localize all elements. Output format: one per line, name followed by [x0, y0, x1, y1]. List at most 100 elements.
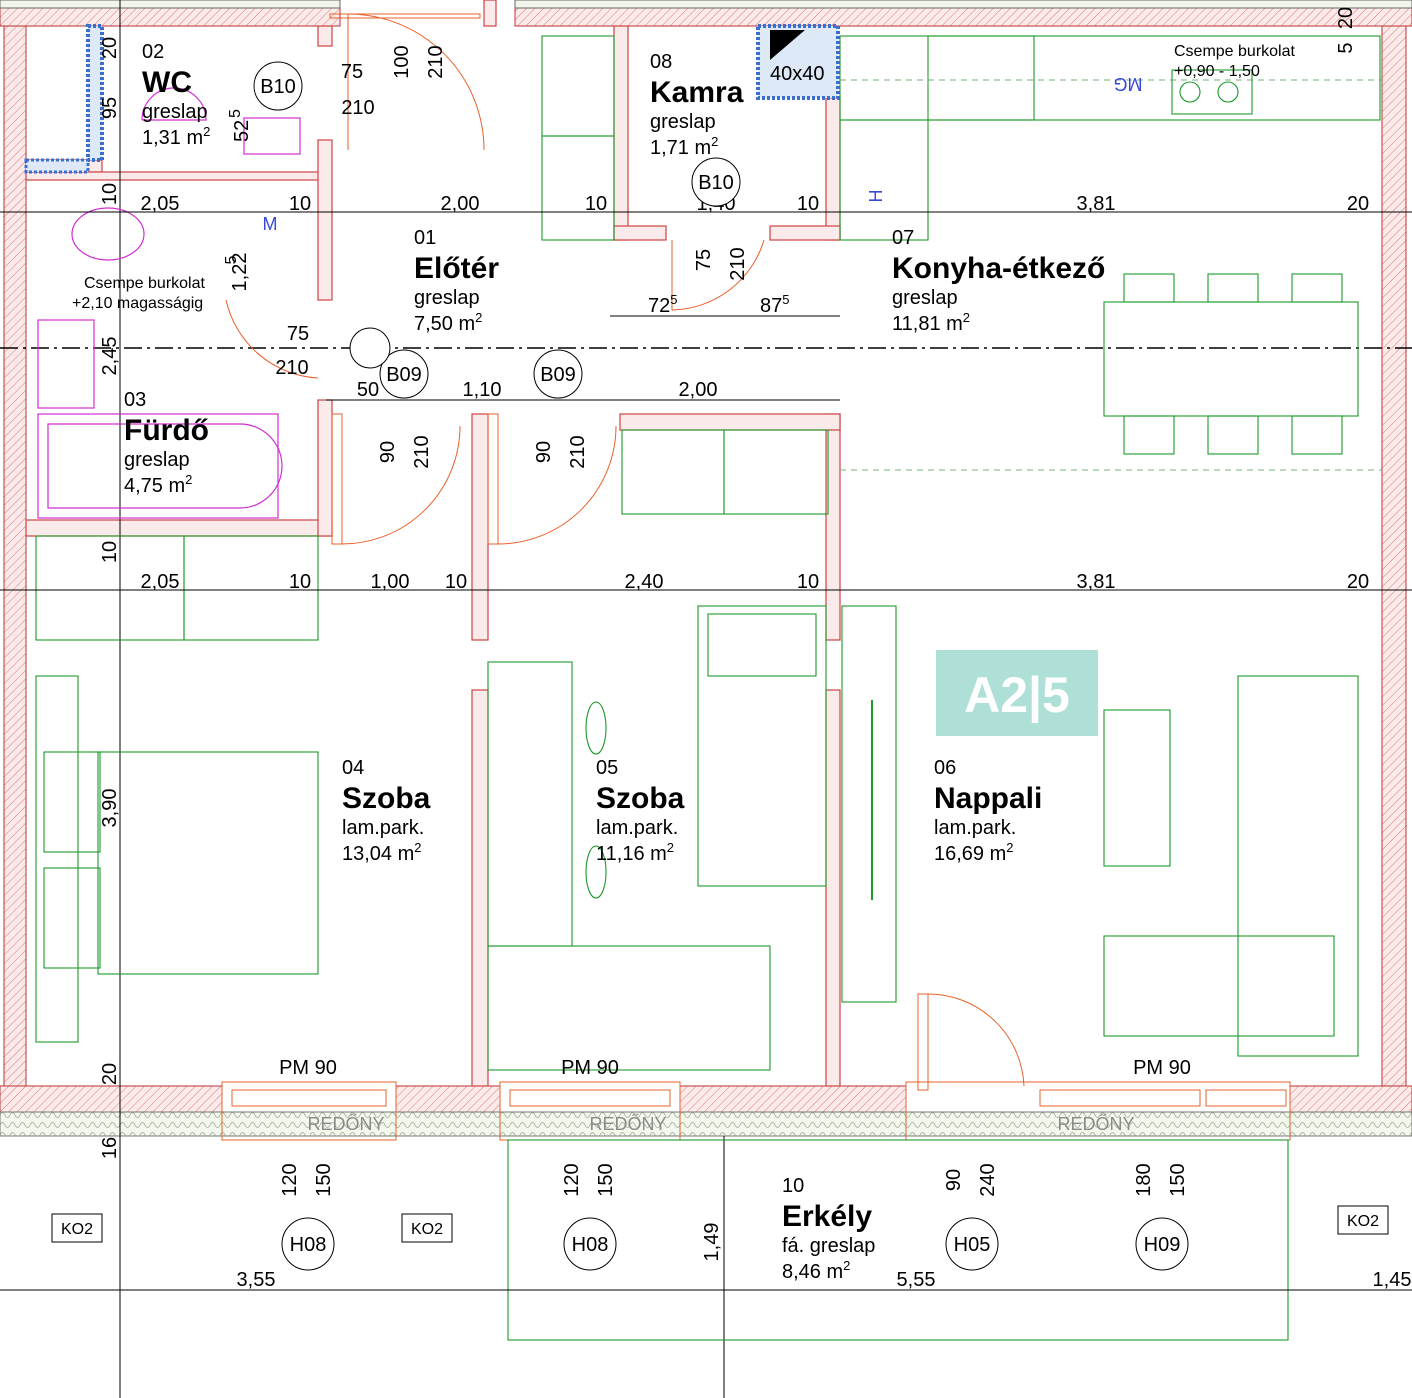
- dim-52: 52: [231, 120, 253, 142]
- dim-row2-value: 10: [289, 571, 311, 593]
- window-dimension: 120: [279, 1163, 301, 1196]
- door-dimension: 210: [727, 247, 749, 280]
- apartment-badge: [936, 650, 1098, 736]
- bottom-wall-2: [395, 1085, 501, 1113]
- room-02-material: greslap: [142, 101, 208, 123]
- dim-vertical-value: 16: [99, 1137, 121, 1159]
- dim-row2-value: 20: [1347, 571, 1369, 593]
- room-02-name: WC: [142, 66, 192, 99]
- dim-row2-value: 10: [797, 571, 819, 593]
- ko2-box: [51, 1213, 103, 1243]
- dim-kitchen-right: 875: [760, 292, 789, 317]
- room-10-number: 10: [782, 1175, 804, 1197]
- window-pm-label: PM 90: [279, 1057, 337, 1079]
- sanitary: [37, 87, 301, 519]
- dim-row1-value: 10: [585, 193, 607, 215]
- room-04-number: 04: [342, 757, 364, 779]
- room-06-name: Nappali: [934, 782, 1042, 815]
- door-mark-label: B09: [386, 364, 422, 386]
- room-08-material: greslap: [650, 111, 716, 133]
- apartment-badge-text: A2|5: [964, 667, 1070, 724]
- window-mark-label: H09: [1144, 1234, 1181, 1256]
- bottom-wall-4: [1289, 1085, 1412, 1113]
- dim-row2-value: 3,81: [1077, 571, 1116, 593]
- dim-bottom-value: 3,55: [237, 1269, 276, 1291]
- room-07-area: 11,81 m2: [892, 310, 970, 335]
- window-dimension: 150: [595, 1163, 617, 1196]
- shutter-label: REDŐNY: [307, 1113, 384, 1134]
- window-dimension: 150: [1167, 1163, 1189, 1196]
- dim-vertical-value: 1,49: [701, 1223, 723, 1262]
- door-mark-label: B09: [540, 364, 576, 386]
- door-mark-circle: [349, 327, 391, 369]
- window-mark-label: H05: [954, 1234, 991, 1256]
- dim-row1-value: 2,05: [141, 193, 180, 215]
- window-dimension: 90: [943, 1169, 965, 1191]
- dim-row2-value: 10: [445, 571, 467, 593]
- room-06-number: 06: [934, 757, 956, 779]
- furniture: [35, 35, 1381, 1341]
- door-dimension: 210: [425, 45, 447, 78]
- ko2-label: KO2: [1347, 1213, 1379, 1230]
- dim-row3-value: 50: [357, 379, 379, 401]
- door-dimension: 210: [411, 435, 433, 468]
- dim-row1-value: 2,00: [441, 193, 480, 215]
- dim-row1-value: 3,81: [1077, 193, 1116, 215]
- dim-vertical-value: 20: [99, 37, 121, 59]
- walls: [0, 0, 1412, 1137]
- room-06-material: lam.park.: [934, 817, 1016, 839]
- dim-vertical-value: 5: [1335, 42, 1357, 53]
- room-02-number: 02: [142, 41, 164, 63]
- dim-vertical-value: 10: [99, 541, 121, 563]
- room-07-material: greslap: [892, 287, 958, 309]
- dim-vertical-value: 20: [1335, 7, 1357, 29]
- door-dimension: 210: [567, 435, 589, 468]
- door-mark-circle: [691, 157, 741, 207]
- right-wall: [1381, 25, 1407, 1087]
- room-03-name: Fürdő: [124, 414, 209, 447]
- door-dimension: 90: [377, 441, 399, 463]
- door-mark-circle: [253, 61, 303, 111]
- room-01-area: 7,50 m2: [414, 310, 482, 335]
- dim-row1-value: 10: [797, 193, 819, 215]
- ko2-box: [1337, 1205, 1389, 1235]
- room-05-area: 11,16 m2: [596, 840, 674, 865]
- door-dimension: 75: [693, 249, 715, 271]
- room-07-number: 07: [892, 227, 914, 249]
- room-03-number: 03: [124, 389, 146, 411]
- dim-row3-value: 1,10: [463, 379, 502, 401]
- kitchen-tile-note-1: Csempe burkolat: [1174, 43, 1296, 60]
- window-dimension: 240: [977, 1163, 999, 1196]
- room-05-material: lam.park.: [596, 817, 678, 839]
- door-mark-label: B10: [698, 172, 734, 194]
- room-01-name: Előtér: [414, 252, 499, 285]
- dim-row1-value: 20: [1347, 193, 1369, 215]
- window-mark-circle: [563, 1217, 617, 1271]
- dimension-lines: [0, 211, 1412, 1291]
- room-01-material: greslap: [414, 287, 480, 309]
- dim-vertical-value: 1,22: [229, 253, 251, 292]
- dim-vertical-value: 3,90: [99, 789, 121, 828]
- room-08-area: 1,71 m2: [650, 134, 718, 159]
- dim-superscript: 5: [223, 255, 240, 264]
- room-02-area: 1,31 m2: [142, 124, 210, 149]
- door-dimension: 75: [341, 61, 363, 83]
- window-mark-circle: [1135, 1217, 1189, 1271]
- h-label: H: [866, 190, 886, 203]
- room-10-material: fá. greslap: [782, 1235, 875, 1257]
- room-05-number: 05: [596, 757, 618, 779]
- bath-tile-note-1: Csempe burkolat: [84, 275, 206, 292]
- door-mark-circle: [533, 349, 583, 399]
- bottom-wall-1: [0, 1085, 223, 1113]
- room-10-area: 8,46 m2: [782, 1258, 850, 1283]
- dim-row3-value: 2,00: [679, 379, 718, 401]
- window-pm-label: PM 90: [561, 1057, 619, 1079]
- bottom-insulation: [0, 1111, 1412, 1137]
- room-03-area: 4,75 m2: [124, 472, 192, 497]
- left-wall: [3, 25, 27, 1087]
- window-dimension: 150: [313, 1163, 335, 1196]
- bottom-wall-3: [679, 1085, 907, 1113]
- dim-kitchen-left: 725: [648, 292, 677, 317]
- window-dimension: 180: [1133, 1163, 1155, 1196]
